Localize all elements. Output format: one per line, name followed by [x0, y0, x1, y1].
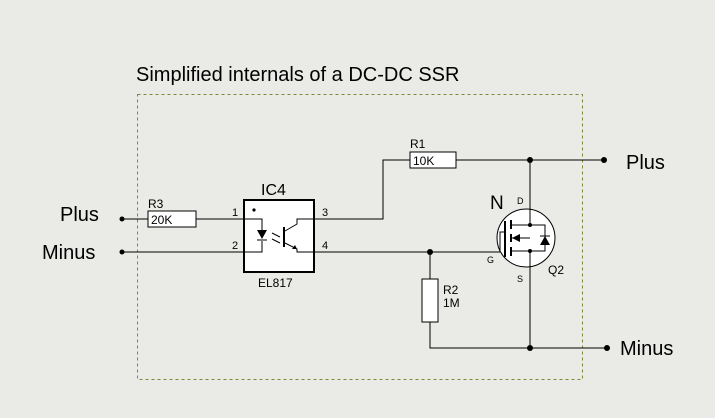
q2-source-label: S: [517, 274, 523, 284]
wire-gate-drive: [314, 159, 604, 220]
phototransistor-icon: [271, 218, 314, 253]
junction-gate: [427, 249, 433, 255]
output-minus-terminal: [604, 345, 610, 351]
input-minus-label: Minus: [42, 242, 95, 264]
q2-drain-label: D: [517, 196, 524, 206]
q2-gate-label: G: [487, 255, 494, 265]
wire-r2: [429, 252, 607, 349]
ic4-pin-4: 4: [322, 240, 328, 252]
output-plus-terminal: [601, 157, 607, 163]
diagram-title: Simplified internals of a DC-DC SSR: [136, 64, 459, 86]
r3-value: 20K: [151, 213, 172, 227]
r3-ref: R3: [148, 197, 164, 211]
ic4-part: EL817: [258, 276, 293, 290]
resistor-r1: [409, 151, 457, 169]
led-icon: [244, 218, 267, 253]
junction-source: [527, 345, 533, 351]
ic4-ref: IC4: [261, 182, 286, 199]
ic4-pin-2: 2: [232, 240, 238, 252]
resistor-r2: [421, 278, 439, 323]
resistor-r3: [147, 210, 197, 228]
junction-drain: [527, 157, 533, 163]
q2-ref: Q2: [548, 263, 564, 277]
ssr-boundary: [137, 94, 583, 380]
output-minus-label: Minus: [620, 338, 673, 360]
r2-ref: R2: [443, 283, 459, 297]
input-plus-label: Plus: [60, 204, 99, 226]
r1-ref: R1: [410, 137, 426, 151]
r2-value: 1M: [443, 296, 460, 310]
ic4-pin-1: 1: [232, 207, 238, 219]
q2-channel: N: [490, 193, 504, 214]
r1-value: 10K: [413, 154, 434, 168]
ic4-pin-3: 3: [322, 207, 328, 219]
mosfet-q2: [496, 160, 556, 348]
ic4-pin1-dot: [252, 208, 256, 212]
output-plus-label: Plus: [626, 152, 665, 174]
